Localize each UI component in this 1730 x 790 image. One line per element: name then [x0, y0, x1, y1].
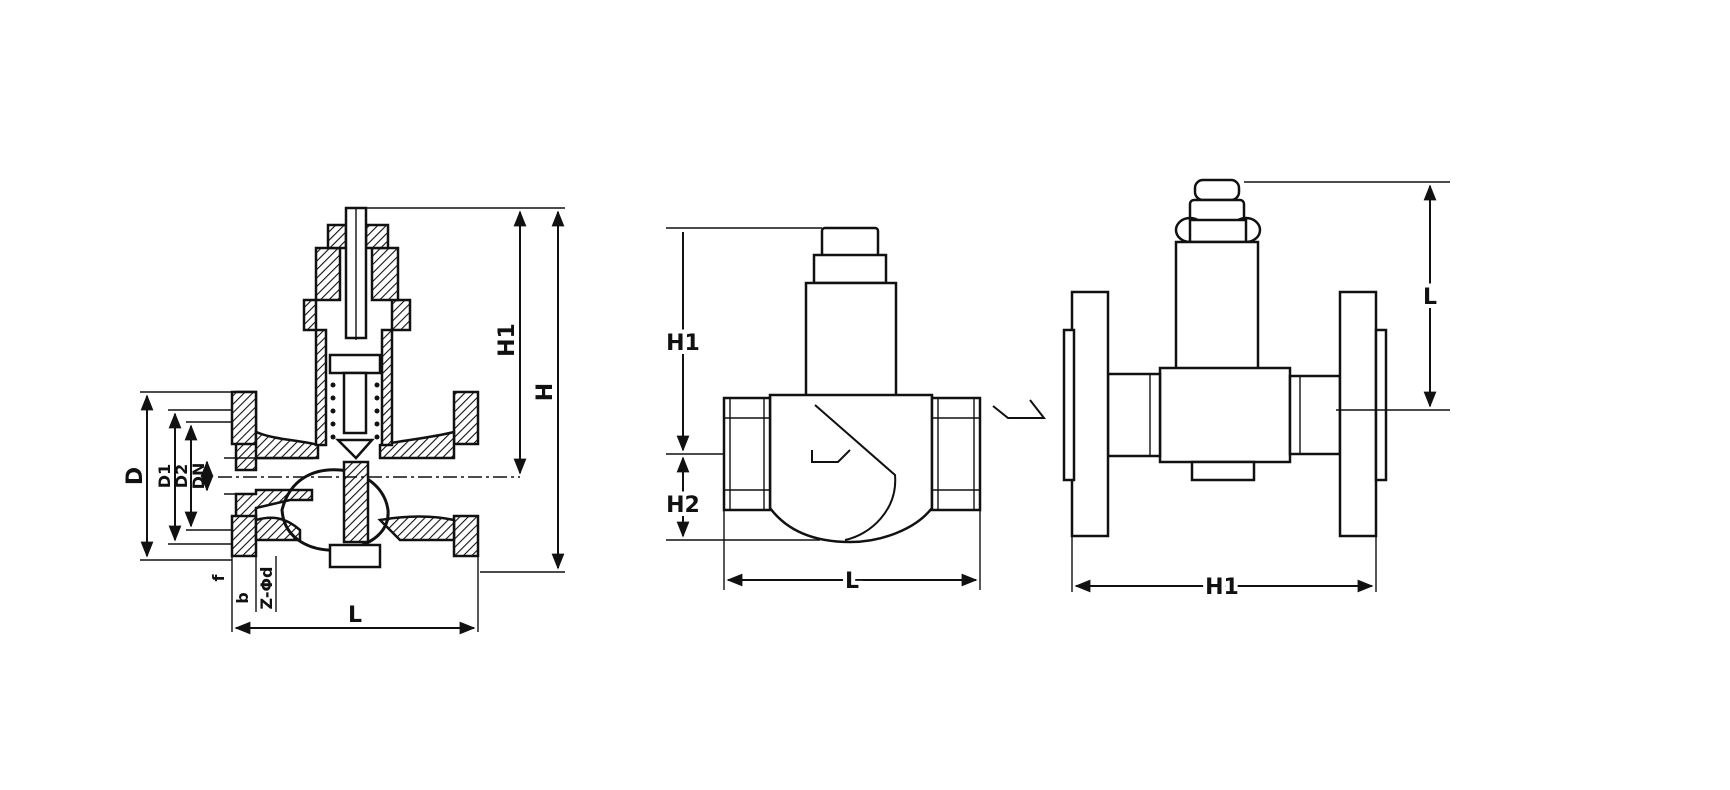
- dim-label-nd: Z-Φd: [257, 566, 276, 609]
- dim-label-H1: H1: [495, 323, 520, 357]
- spring: [330, 382, 380, 440]
- flanged-bonnet: [1174, 240, 1260, 379]
- dim-label-D2: D2: [172, 464, 191, 488]
- dim-label-H: H: [533, 383, 558, 401]
- dim-label-f: f: [209, 573, 228, 581]
- right-flange: [452, 390, 480, 446]
- dim-label-H1-flanged: H1: [1205, 575, 1239, 600]
- flow-arrow-icon: [992, 399, 1047, 419]
- threaded-view: H1 H2 L: [662, 226, 1047, 598]
- threaded-body: [768, 393, 934, 544]
- dim-label-D: D: [123, 467, 148, 485]
- dim-label-H1-threaded: H1: [666, 331, 700, 356]
- flanged-cap: [1193, 178, 1241, 202]
- dim-label-D1: D1: [155, 464, 174, 488]
- flanged-view: L H1: [1062, 178, 1450, 604]
- dim-label-H2-threaded: H2: [666, 493, 700, 518]
- dim-label-L-threaded: L: [845, 569, 859, 594]
- dim-label-L-flanged: L: [1423, 285, 1437, 310]
- body-chamber: [280, 468, 390, 552]
- threaded-cap: [820, 226, 880, 258]
- section-view: H H1 D D1 D2 DN f b Z-Φd L: [123, 206, 565, 635]
- dim-label-b: b: [233, 592, 252, 603]
- threaded-bonnet: [804, 281, 898, 406]
- bonnet: [314, 328, 328, 447]
- flanged-right-flange: [1338, 290, 1378, 538]
- flanged-body: [1158, 366, 1292, 464]
- flanged-left-flange: [1070, 290, 1110, 538]
- dim-label-L: L: [348, 603, 362, 628]
- dim-label-DN: DN: [189, 463, 208, 490]
